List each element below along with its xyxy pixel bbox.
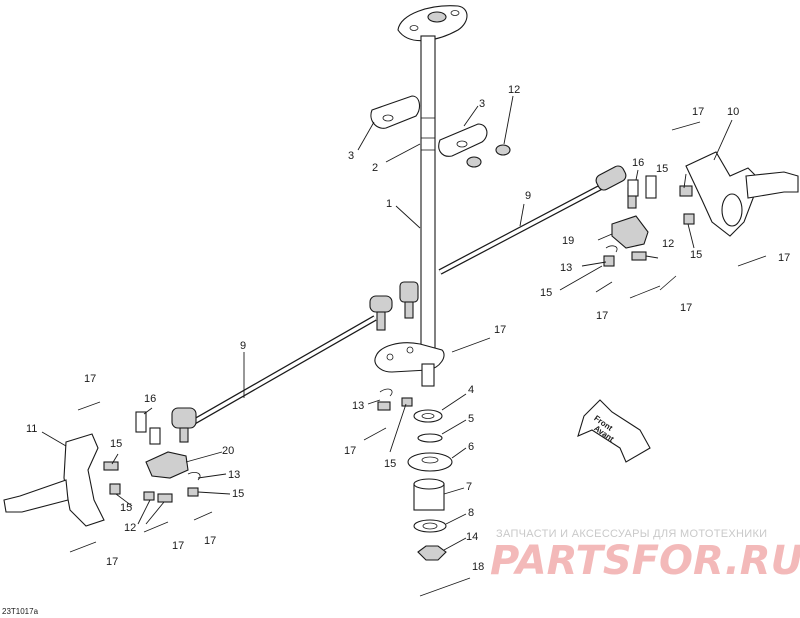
callout-3-right: 3 <box>479 98 485 110</box>
steering-block-left <box>145 451 189 479</box>
callout-14: 14 <box>466 531 478 543</box>
bolts-left <box>135 411 161 445</box>
column-nuts <box>466 144 511 168</box>
callout-15-left-bottom: 15 <box>120 502 132 514</box>
callout-13-right: 13 <box>560 262 572 274</box>
callout-15-left-right: 15 <box>232 488 244 500</box>
watermark: ЗАПЧАСТИ И АКСЕССУАРЫ ДЛЯ МОТОТЕХНИКИ PA… <box>490 528 800 584</box>
callout-17-right-b: 17 <box>680 302 692 314</box>
callout-12-left: 12 <box>124 522 136 534</box>
callout-11: 11 <box>26 423 37 435</box>
callout-4: 4 <box>468 384 474 396</box>
callout-20: 20 <box>222 445 234 457</box>
spindle-left <box>3 433 105 527</box>
callout-8: 8 <box>468 507 474 519</box>
callout-17-left-top: 17 <box>84 373 96 385</box>
nuts-left <box>103 461 199 503</box>
front-direction-arrow: Front Avant <box>577 399 651 463</box>
callout-numbers: 1 2 3 3 12 9 9 10 17 16 15 15 17 19 12 1… <box>26 84 790 573</box>
callout-13-center: 13 <box>352 400 364 412</box>
cotter-pins <box>69 121 767 597</box>
spindle-right <box>685 151 799 237</box>
bearing-stack <box>407 409 453 561</box>
callout-17-left-a: 17 <box>172 540 184 552</box>
callout-15-center: 15 <box>384 458 396 470</box>
callout-2: 2 <box>372 162 378 174</box>
tie-rod-left <box>171 281 419 443</box>
callout-15-right-mid: 15 <box>540 287 552 299</box>
center-nuts <box>377 397 413 411</box>
callout-7: 7 <box>466 481 472 493</box>
watermark-logo: PARTSFOR.RU <box>490 538 800 584</box>
callout-16-right: 16 <box>632 157 644 169</box>
callout-9-right: 9 <box>525 190 531 202</box>
callout-3-left: 3 <box>348 150 354 162</box>
bolts-right <box>627 175 657 199</box>
callout-12-top: 12 <box>508 84 520 96</box>
column-bracket-left <box>370 95 421 129</box>
callout-15-left-top: 15 <box>110 438 122 450</box>
leader-lines <box>41 95 733 551</box>
tie-rod-right <box>438 165 637 275</box>
callout-5: 5 <box>468 413 474 425</box>
callout-15-right-top: 15 <box>656 163 668 175</box>
callout-17-far-right: 17 <box>778 252 790 264</box>
callout-17-left-b: 17 <box>204 535 216 547</box>
callout-18: 18 <box>472 561 484 573</box>
diagram-code: 23T1017a <box>2 607 39 616</box>
callout-1: 1 <box>386 198 392 210</box>
callout-6: 6 <box>468 441 474 453</box>
callout-9-left: 9 <box>240 340 246 352</box>
callout-15-right-bottom: 15 <box>690 249 702 261</box>
callout-19: 19 <box>562 235 574 247</box>
callout-17-left-bottom: 17 <box>106 556 118 568</box>
callout-13-left: 13 <box>228 469 240 481</box>
callout-16-left: 16 <box>144 393 156 405</box>
callout-10: 10 <box>727 106 739 118</box>
callout-17-top-right: 17 <box>692 106 704 118</box>
callout-12-right: 12 <box>662 238 674 250</box>
callout-17-right-a: 17 <box>596 310 608 322</box>
callout-17-center: 17 <box>494 324 506 336</box>
steering-block-right <box>611 215 649 249</box>
steering-column <box>374 5 468 387</box>
column-bracket-right <box>438 123 488 157</box>
callout-17-center-left: 17 <box>344 445 356 457</box>
clips <box>187 245 618 481</box>
watermark-tagline: ЗАПЧАСТИ И АКСЕССУАРЫ ДЛЯ МОТОТЕХНИКИ <box>496 528 767 540</box>
